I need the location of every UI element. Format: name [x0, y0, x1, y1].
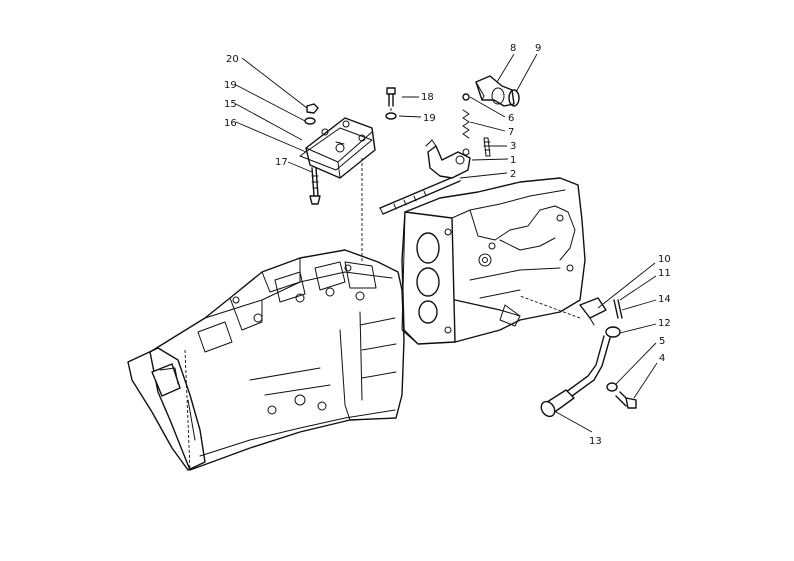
callout-16: 16 — [224, 118, 237, 129]
callout-19-left: 19 — [224, 80, 237, 91]
bolt-4 — [615, 391, 637, 409]
cover-bolt — [309, 167, 321, 205]
callout-18: 18 — [421, 92, 434, 103]
washer-top-left — [304, 117, 316, 125]
shift-fork — [425, 139, 471, 179]
callout-9: 9 — [535, 43, 541, 54]
bolt-18 — [386, 87, 396, 107]
detent-spring — [462, 109, 470, 139]
lever-boss — [605, 326, 621, 338]
callout-1: 1 — [510, 155, 516, 166]
callout-12: 12 — [658, 318, 671, 329]
lock-pin — [483, 137, 491, 157]
shift-lever — [519, 295, 611, 397]
leader-lines — [235, 53, 658, 433]
callout-4: 4 — [659, 353, 665, 364]
shift-rod — [379, 174, 461, 215]
callout-5: 5 — [659, 336, 665, 347]
callout-15: 15 — [224, 99, 237, 110]
lever-bracket — [579, 297, 607, 326]
rear-housing — [401, 177, 586, 345]
callout-8: 8 — [510, 43, 516, 54]
lever-knob — [540, 389, 575, 418]
shift-cover — [305, 117, 376, 179]
callout-6: 6 — [508, 113, 514, 124]
callout-13: 13 — [589, 436, 602, 447]
elbow-fitting — [475, 75, 515, 107]
callout-11: 11 — [658, 268, 671, 279]
callout-2: 2 — [510, 169, 516, 180]
callout-10: 10 — [658, 254, 671, 265]
nut — [306, 103, 319, 114]
callout-20: 20 — [226, 54, 239, 65]
callout-7: 7 — [508, 127, 514, 138]
washer-right — [385, 112, 397, 120]
transmission-housing — [127, 249, 405, 471]
callout-labels: 20 19 15 16 17 18 19 8 9 6 7 3 1 2 10 11… — [224, 43, 671, 447]
callout-17: 17 — [275, 157, 288, 168]
detent-ball — [462, 93, 470, 101]
callout-14: 14 — [658, 294, 671, 305]
lever-pin — [613, 299, 623, 319]
cover-gasket — [299, 127, 373, 171]
callout-19-right: 19 — [423, 113, 436, 124]
washer-5 — [606, 382, 618, 392]
o-ring — [508, 89, 520, 107]
callout-3: 3 — [510, 141, 516, 152]
